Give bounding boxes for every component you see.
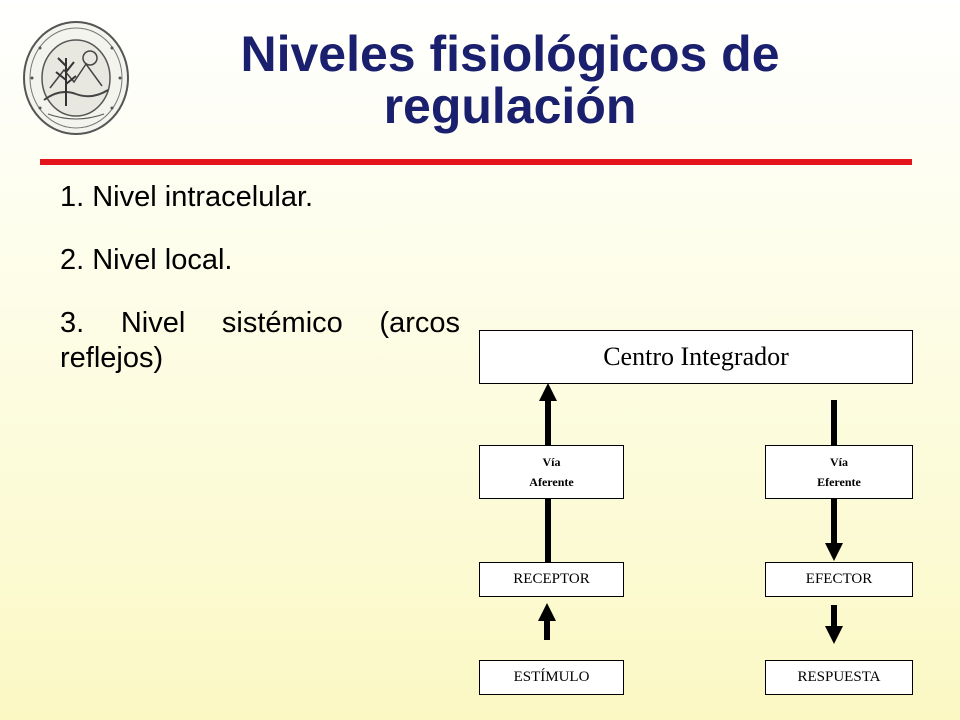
list-item: 3. Nivel sistémico (arcos reflejos)	[60, 307, 460, 374]
afferent-pathway-box: Vía Aferente	[479, 445, 624, 499]
efector-box: EFECTOR	[765, 562, 913, 597]
efferent-label-2: Eferente	[817, 475, 861, 489]
stimulus-box: ESTÍMULO	[479, 660, 624, 695]
reflex-arc-diagram: Centro Integrador Vía Aferente Vía Efere…	[470, 320, 930, 710]
centro-integrador-box: Centro Integrador	[479, 330, 913, 384]
afferent-label-1: Vía	[542, 455, 561, 469]
title-divider	[40, 159, 912, 165]
afferent-label-2: Aferente	[529, 475, 574, 489]
efferent-label-1: Vía	[830, 455, 848, 469]
list-item: 1. Nivel intracelular.	[60, 181, 314, 213]
university-seal-icon	[23, 21, 129, 135]
receptor-box: RECEPTOR	[479, 562, 624, 597]
reflex-arrows	[538, 383, 843, 644]
levels-list: 1. Nivel intracelular. 2. Nivel local. 3…	[60, 180, 460, 404]
title-line-2: regulación	[383, 78, 637, 134]
list-item: 2. Nivel local.	[60, 244, 233, 276]
title-line-1: Niveles fisiológicos de	[240, 26, 780, 82]
slide-title: Niveles fisiológicos de regulación	[140, 28, 880, 132]
efferent-pathway-box: Vía Eferente	[765, 445, 913, 499]
response-box: RESPUESTA	[765, 660, 913, 695]
